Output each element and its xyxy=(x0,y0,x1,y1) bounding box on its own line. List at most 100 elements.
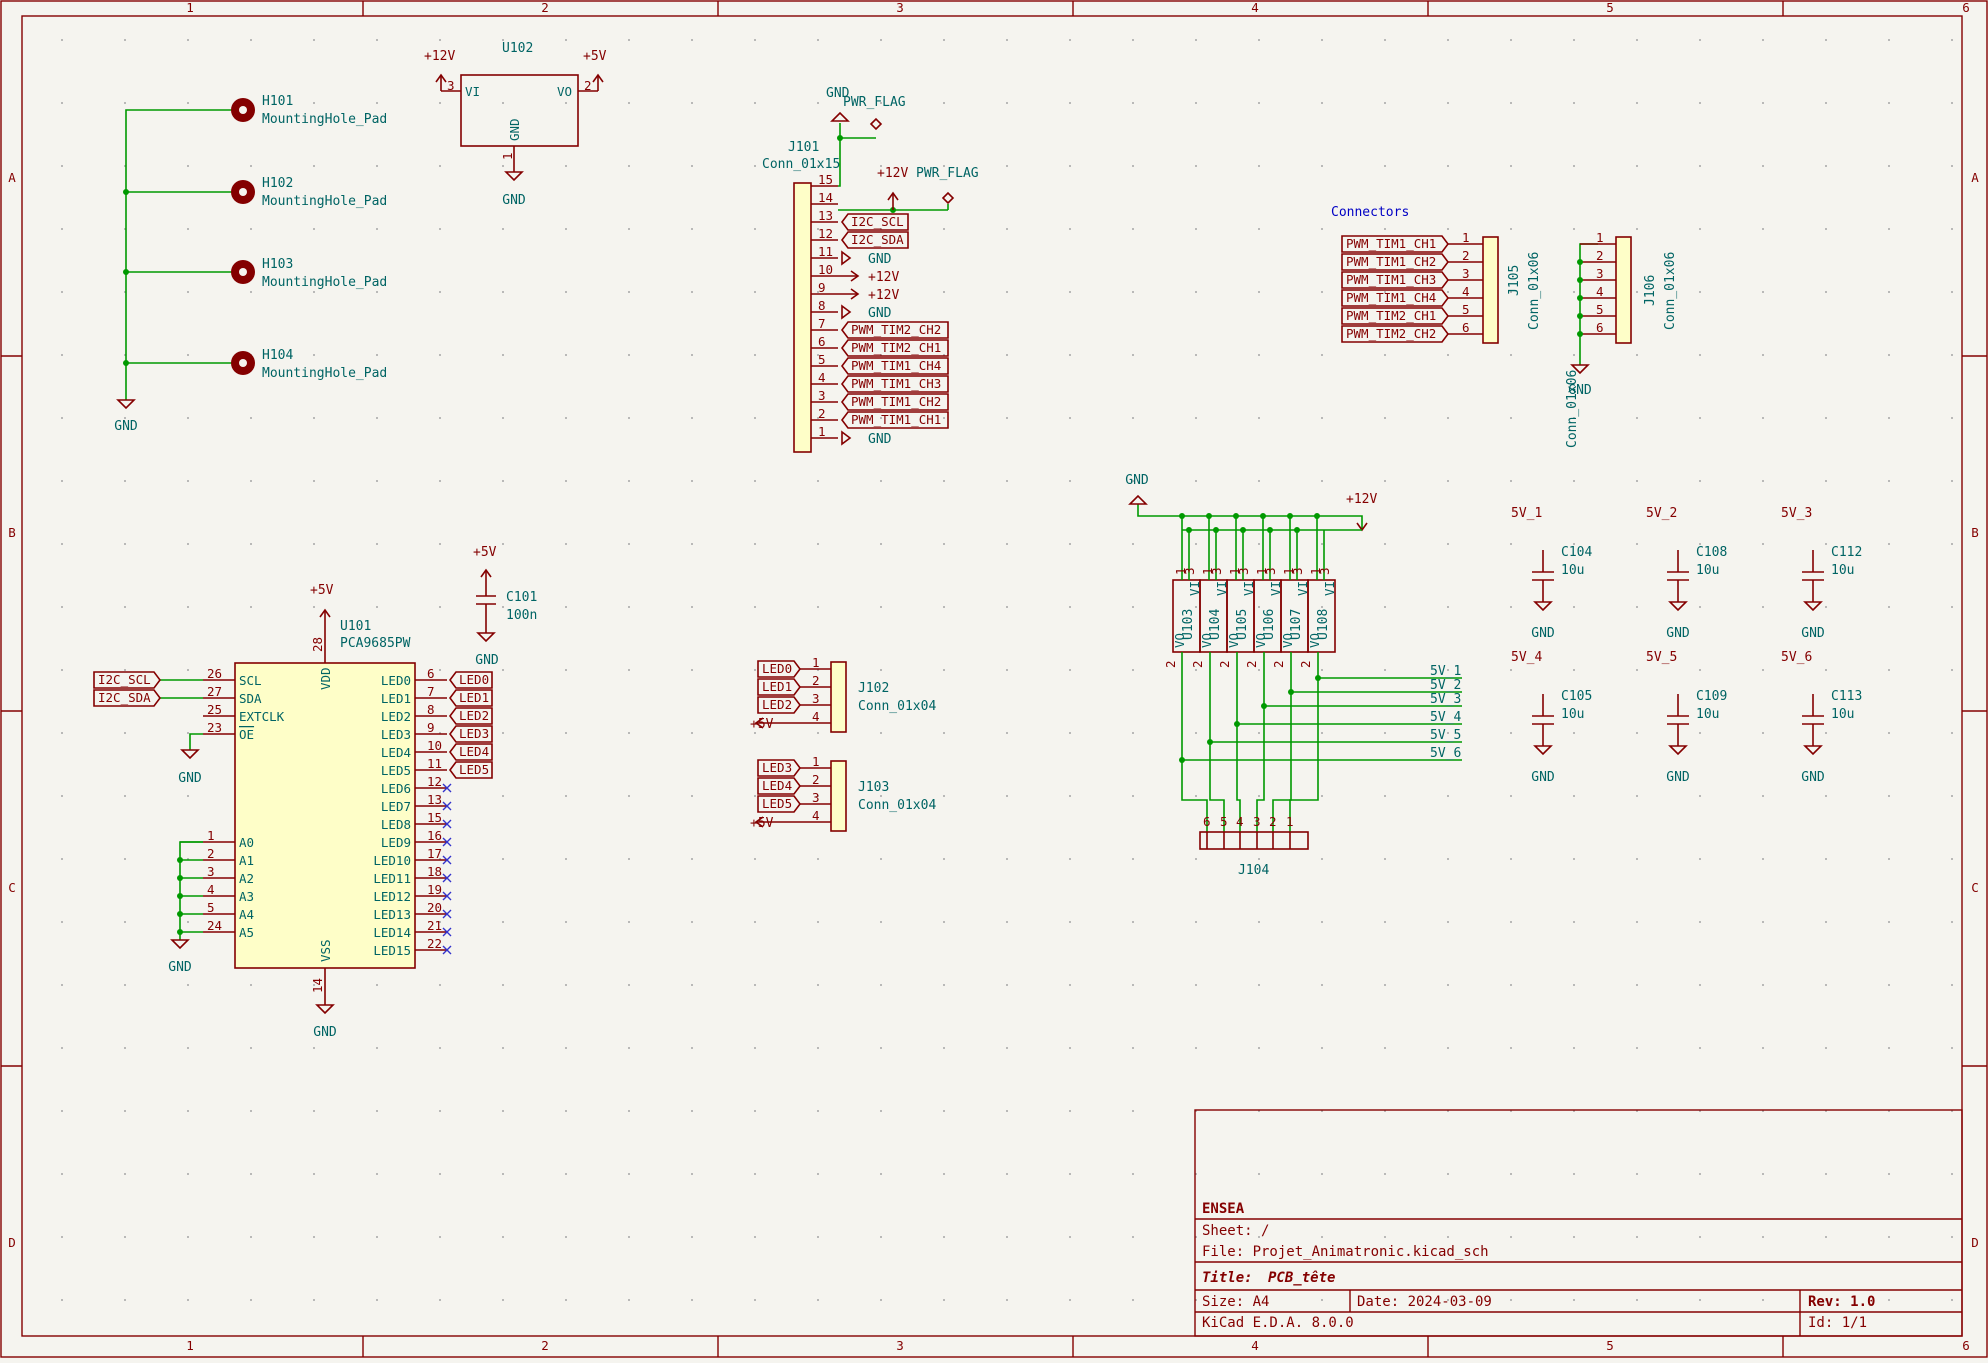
j105-connector[interactable]: J105 Conn_01x06 xyxy=(1482,236,1542,344)
grid-dot xyxy=(754,39,756,41)
grid-dot xyxy=(754,1047,756,1049)
grid-dot xyxy=(124,921,126,923)
mounting-hole-h101[interactable] xyxy=(231,98,255,122)
grid-dot xyxy=(1510,669,1512,671)
grid-dot xyxy=(439,1047,441,1049)
grid-dot xyxy=(565,1299,567,1301)
j104-pin-number: 5 xyxy=(1220,814,1228,829)
u101-pin-number: 8 xyxy=(427,702,435,717)
grid-dot xyxy=(1321,984,1323,986)
u101-pin-number: 10 xyxy=(427,738,442,753)
row-label-b-right: B xyxy=(1971,525,1979,540)
u101-pca9685[interactable]: U101 PCA9685PW +5V VDD 28 VSS 14 GND GND… xyxy=(168,583,416,1040)
grid-dot xyxy=(1573,354,1575,356)
j101-pin-number: 6 xyxy=(818,334,826,349)
no-connect-mark xyxy=(442,837,452,847)
grid-dot xyxy=(1699,732,1701,734)
u101-net-label-text: I2C_SDA xyxy=(98,690,151,705)
c101-capacitor[interactable]: +5V C101 100n GND xyxy=(473,545,537,668)
grid-dot xyxy=(1636,102,1638,104)
grid-dot xyxy=(817,354,819,356)
grid-dot xyxy=(1951,39,1953,41)
grid-dot xyxy=(1195,291,1197,293)
grid-dot xyxy=(124,1173,126,1175)
grid-dot xyxy=(61,669,63,671)
grid-dot xyxy=(61,1110,63,1112)
grid-dot xyxy=(250,1173,252,1175)
grid-dot xyxy=(376,1110,378,1112)
j102-connector[interactable]: J102 Conn_01x04 xyxy=(830,661,936,733)
grid-dot xyxy=(1762,984,1764,986)
grid-dot xyxy=(1132,102,1134,104)
j102-net-label-shape xyxy=(757,678,801,696)
grid-dot xyxy=(1132,606,1134,608)
row-label-a: A xyxy=(8,170,16,185)
grid-dot xyxy=(1006,795,1008,797)
wire xyxy=(1181,652,1208,832)
j105-net-label: PWM_TIM1_CH1 xyxy=(1341,235,1449,253)
gnd-symbol xyxy=(1533,745,1553,756)
j103-net-label-shape xyxy=(757,795,801,813)
grid-dot xyxy=(124,1110,126,1112)
u102-regulator[interactable]: U102 +12V +5V VI VO GND 3 2 1 GND xyxy=(424,41,607,208)
mounting-hole-h103[interactable] xyxy=(231,260,255,284)
grid-dot xyxy=(376,1047,378,1049)
grid-dot xyxy=(1132,543,1134,545)
grid-dot xyxy=(1006,921,1008,923)
grid-dot xyxy=(376,102,378,104)
j106-connector[interactable]: J106 Conn_01x06 Conn_01x06 GND xyxy=(1565,236,1678,448)
grid-dot xyxy=(1573,795,1575,797)
grid-dot xyxy=(1447,291,1449,293)
grid-dot xyxy=(1447,795,1449,797)
grid-dot xyxy=(628,417,630,419)
mounting-hole-h104[interactable] xyxy=(231,351,255,375)
grid-dot xyxy=(1888,606,1890,608)
grid-dot xyxy=(187,102,189,104)
junction-dot xyxy=(1233,513,1239,519)
j105-net-label-text: PWM_TIM1_CH3 xyxy=(1346,272,1436,287)
u102-vin-label: +12V xyxy=(424,49,455,64)
grid-dot xyxy=(61,1236,63,1238)
grid-dot xyxy=(1825,228,1827,230)
grid-dot xyxy=(1006,354,1008,356)
u101-value: PCA9685PW xyxy=(340,636,411,651)
grid-dot xyxy=(1195,165,1197,167)
u101-ref: U101 xyxy=(340,619,371,634)
grid-dot xyxy=(817,795,819,797)
grid-dot xyxy=(61,543,63,545)
grid-dot xyxy=(1447,354,1449,356)
grid-dot xyxy=(1825,165,1827,167)
mounting-hole-h102[interactable] xyxy=(231,180,255,204)
cap-gnd-label: GND xyxy=(1801,770,1825,785)
regulator-u108[interactable] xyxy=(1307,579,1336,653)
grid-dot xyxy=(376,354,378,356)
grid-dot xyxy=(1510,480,1512,482)
j104-connector[interactable]: J104 xyxy=(1199,831,1309,878)
grid-dot xyxy=(187,732,189,734)
grid-dot xyxy=(1132,354,1134,356)
grid-dot xyxy=(1384,480,1386,482)
grid-dot xyxy=(250,165,252,167)
j103-value: Conn_01x04 xyxy=(858,798,936,813)
u101-pin-name: A0 xyxy=(239,835,254,850)
junction-dot xyxy=(177,929,183,935)
grid-dot xyxy=(1447,39,1449,41)
j106-value: Conn_01x06 xyxy=(1663,252,1678,330)
j104-pin-number: 4 xyxy=(1236,814,1244,829)
regulator-pin-3: 3 xyxy=(1209,567,1224,575)
cap-net-label: 5V_1 xyxy=(1511,506,1542,521)
grid-dot xyxy=(691,543,693,545)
grid-dot xyxy=(1573,39,1575,41)
j101-connector[interactable]: J101 Conn_01x15 GND PWR_FLAG +12V PWR_FL… xyxy=(762,86,979,453)
j103-connector[interactable]: J103 Conn_01x04 xyxy=(830,760,936,832)
grid-dot xyxy=(817,1110,819,1112)
j105-pin-number: 1 xyxy=(1462,230,1470,245)
u101-net-label: I2C_SDA xyxy=(93,689,161,707)
